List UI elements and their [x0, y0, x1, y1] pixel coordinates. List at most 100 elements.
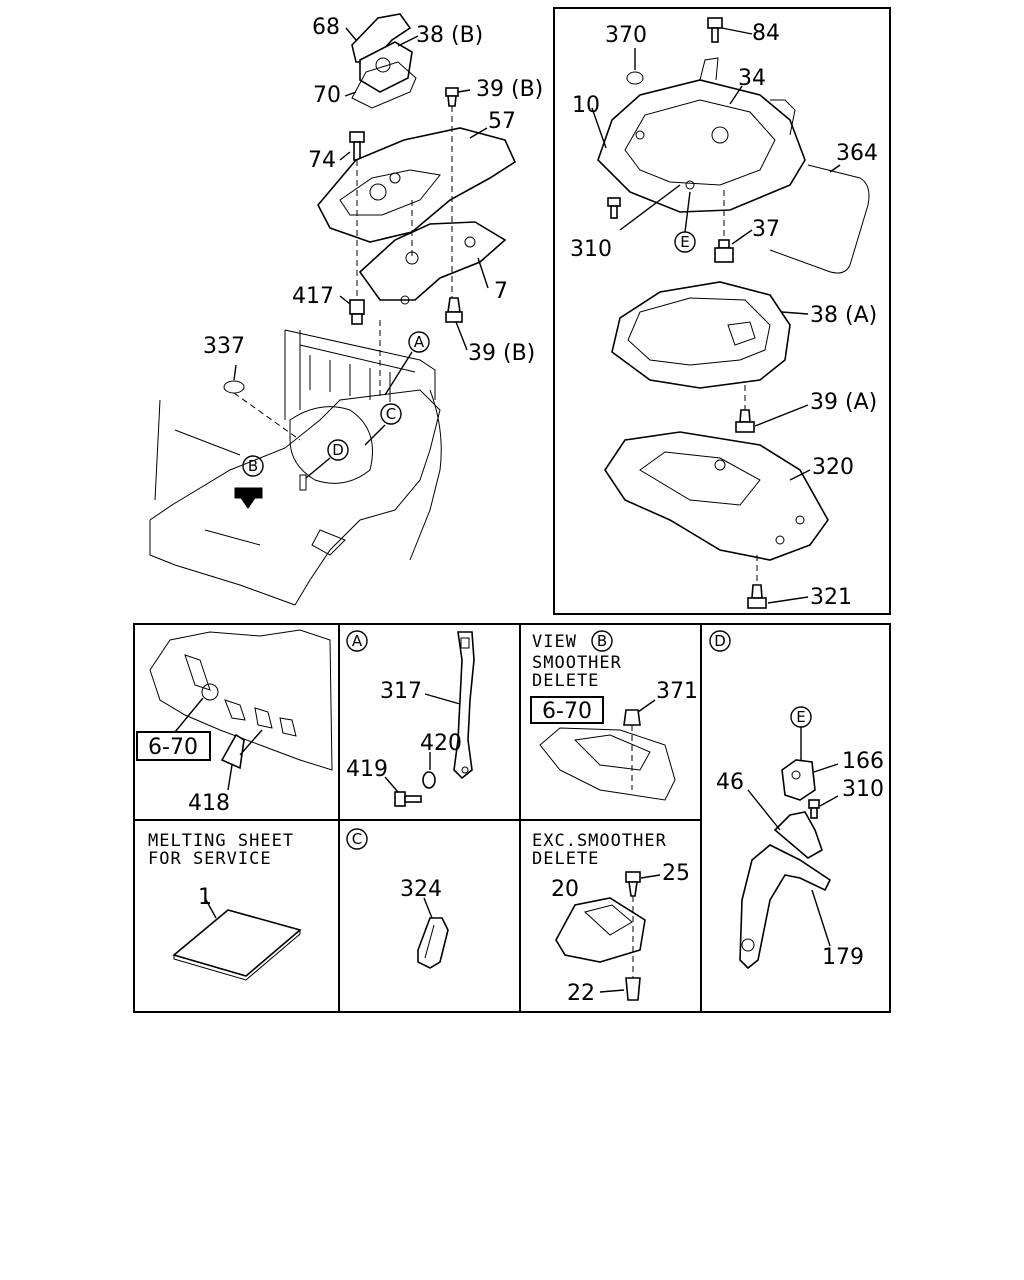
- callout-321: 321: [810, 585, 852, 610]
- callout-166: 166: [842, 749, 884, 774]
- part-38b-drawing: [359, 41, 413, 93]
- panel-c-letter: C: [352, 830, 362, 848]
- part-370-drawing: [626, 71, 644, 85]
- ref-6-70-a: 6-70: [148, 735, 198, 760]
- panel-d: D E 166 46 310 179: [709, 630, 884, 970]
- callout-418: 418: [188, 791, 230, 816]
- panel-a-letter: A: [352, 632, 363, 650]
- part-317-drawing: [453, 631, 475, 780]
- callout-1: 1: [198, 885, 212, 910]
- callout-20: 20: [551, 877, 579, 902]
- svg-text:B: B: [248, 457, 258, 475]
- callout-39b-lower: 39 (B): [468, 341, 535, 366]
- right-detail-view: 370 84 34 10 364 310 37 38 (A) 39 (A) 32…: [570, 17, 878, 610]
- screw-39b-lower-drawing: [445, 297, 463, 323]
- callout-74: 74: [308, 148, 336, 173]
- part-364-cable-drawing: [769, 164, 870, 274]
- ref-box-6-70-a: [136, 731, 211, 761]
- callout-371: 371: [656, 679, 698, 704]
- callout-46: 46: [716, 770, 744, 795]
- callout-37: 37: [752, 217, 780, 242]
- view-b-subtitle2: DELETE: [532, 671, 599, 691]
- panel-a: A 317 420 419: [346, 630, 475, 807]
- melting-title1: MELTING SHEET: [148, 831, 294, 851]
- callout-25: 25: [662, 861, 690, 886]
- part-70-drawing: [351, 61, 417, 109]
- part-38a-drawing: [611, 281, 791, 389]
- body-floor-drawing: [149, 329, 442, 606]
- callout-310-d: 310: [842, 777, 884, 802]
- svg-text:C: C: [386, 405, 396, 423]
- ref-box-6-70-b: [530, 696, 604, 724]
- callout-34: 34: [738, 66, 766, 91]
- part-68-drawing: [351, 13, 412, 63]
- exc-title2: DELETE: [532, 849, 599, 869]
- bottom-detail-grid: [133, 623, 891, 1013]
- callout-179: 179: [822, 945, 864, 970]
- exc-title1: EXC.SMOOTHER: [532, 831, 667, 851]
- panel-exc-smoother: EXC.SMOOTHER DELETE 25 20 22: [532, 831, 690, 1006]
- callout-317: 317: [380, 679, 422, 704]
- panel-melting-sheet: MELTING SHEET FOR SERVICE 1: [148, 831, 302, 981]
- callout-420: 420: [420, 731, 462, 756]
- callout-57: 57: [488, 109, 516, 134]
- part-34-tray-drawing: [597, 79, 806, 213]
- leader-lines-main: [233, 27, 489, 479]
- callout-419: 419: [346, 757, 388, 782]
- callout-7: 7: [494, 279, 508, 304]
- circle-letter-d-main: D: [327, 439, 349, 461]
- main-exploded-view: 68 38 (B) 70 39 (B) 57 74 7 417 39 (B) 3…: [149, 13, 543, 606]
- ref-6-70-b: 6-70: [542, 699, 592, 724]
- callout-337: 337: [203, 334, 245, 359]
- screw-39b-top-drawing: [445, 87, 459, 107]
- svg-text:D: D: [332, 441, 344, 459]
- panel-d-circle-e: E: [796, 708, 805, 726]
- bolt-417-drawing: [349, 299, 365, 325]
- callout-10: 10: [572, 93, 600, 118]
- panel-c: C 324: [346, 828, 449, 969]
- screw-25-drawing: [625, 871, 641, 897]
- svg-text:E: E: [680, 233, 689, 251]
- screw-321-drawing: [747, 584, 767, 609]
- callout-320: 320: [812, 455, 854, 480]
- view-b-subtitle1: SMOOTHER: [532, 653, 622, 673]
- screw-310-d-drawing: [808, 799, 820, 819]
- callout-84: 84: [752, 21, 780, 46]
- callout-38b: 38 (B): [416, 23, 483, 48]
- callout-38a: 38 (A): [810, 303, 877, 328]
- callout-22: 22: [567, 981, 595, 1006]
- clip-371-drawing: [623, 709, 641, 726]
- circle-letter-e-right: E: [674, 231, 696, 253]
- clip-22-drawing: [625, 977, 641, 1001]
- callout-370: 370: [605, 23, 647, 48]
- part-179-drawing: [739, 844, 832, 970]
- callout-324: 324: [400, 877, 442, 902]
- svg-text:A: A: [414, 333, 425, 351]
- washer-420-drawing: [422, 771, 436, 789]
- circle-letter-c-main: C: [380, 403, 402, 425]
- panel-d-letter: D: [714, 632, 726, 650]
- callout-417: 417: [292, 284, 334, 309]
- part-337-drawing: [223, 380, 245, 394]
- view-b-title: VIEW: [532, 632, 577, 652]
- panel-418: 6-70 418: [136, 629, 333, 816]
- part-320-drawing: [604, 431, 829, 561]
- callout-39a: 39 (A): [810, 390, 877, 415]
- circle-letter-b-main: B: [242, 455, 264, 477]
- bolt-74-drawing: [349, 131, 365, 161]
- bolt-419-drawing: [394, 791, 422, 807]
- melting-sheet-drawing: [172, 909, 302, 977]
- bolt-84-drawing: [707, 17, 723, 43]
- melting-title2: FOR SERVICE: [148, 849, 272, 869]
- panel-view-b: VIEW B SMOOTHER DELETE 6-70 371: [530, 630, 698, 801]
- callout-70: 70: [313, 83, 341, 108]
- screw-310-drawing: [607, 197, 621, 219]
- callout-39b-top: 39 (B): [476, 77, 543, 102]
- view-b-letter: B: [597, 632, 607, 650]
- part-46-drawing: [773, 811, 823, 859]
- screw-39a-drawing: [735, 409, 755, 433]
- grommet-37-drawing: [714, 239, 734, 263]
- callout-364: 364: [836, 141, 878, 166]
- part-57-drawing: [317, 127, 517, 243]
